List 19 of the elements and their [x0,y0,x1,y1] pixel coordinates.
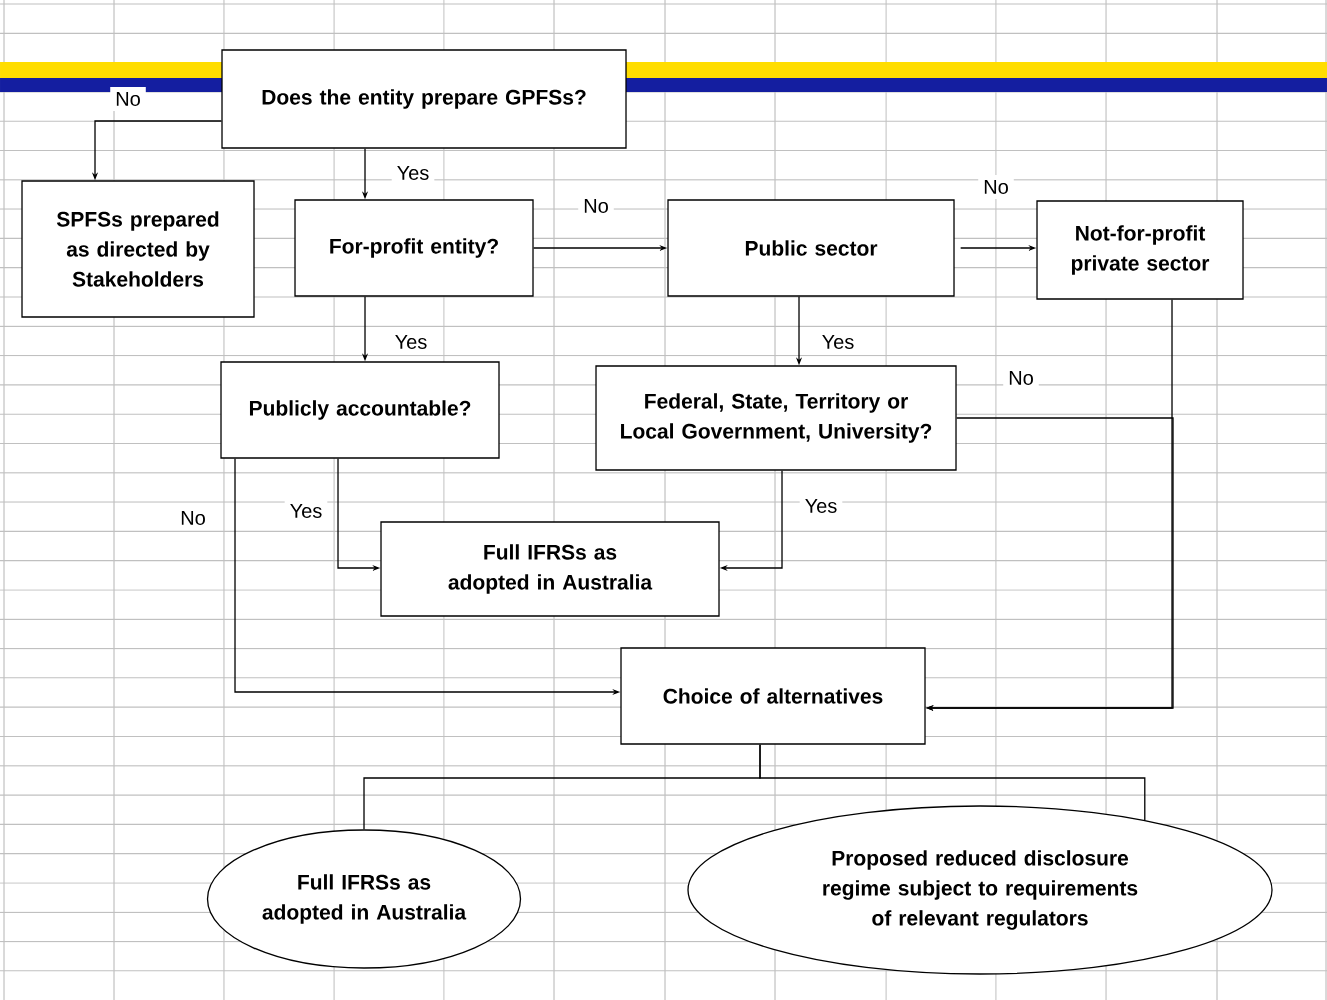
question-box: Federal, State, Territory or Local Government, University? [595,365,957,471]
outcome-box: SPFSs prepared as directed by Stakeholders [21,180,255,318]
edge-label: No [110,87,146,111]
edge-label: No [978,175,1014,199]
question-box: Does the entity prepare GPFSs? [221,49,627,149]
question-box: Publicly accountable? [220,361,500,459]
edge-label: Yes [799,494,843,518]
process-box: Choice of alternatives [620,647,926,745]
question-box: For-profit entity? [294,199,534,297]
process-box: Not-for-profit private sector [1036,200,1244,300]
edge-label: Yes [816,330,860,354]
edge-label: Yes [389,330,433,354]
edge-label: Yes [391,161,435,185]
edge-label: No [578,194,614,218]
edge-label: Yes [284,499,328,523]
edge-label: No [1003,366,1039,390]
process-box: Public sector [667,199,955,297]
edge-label: No [175,506,211,530]
outcome-box: Full IFRSs as adopted in Australia [380,521,720,617]
